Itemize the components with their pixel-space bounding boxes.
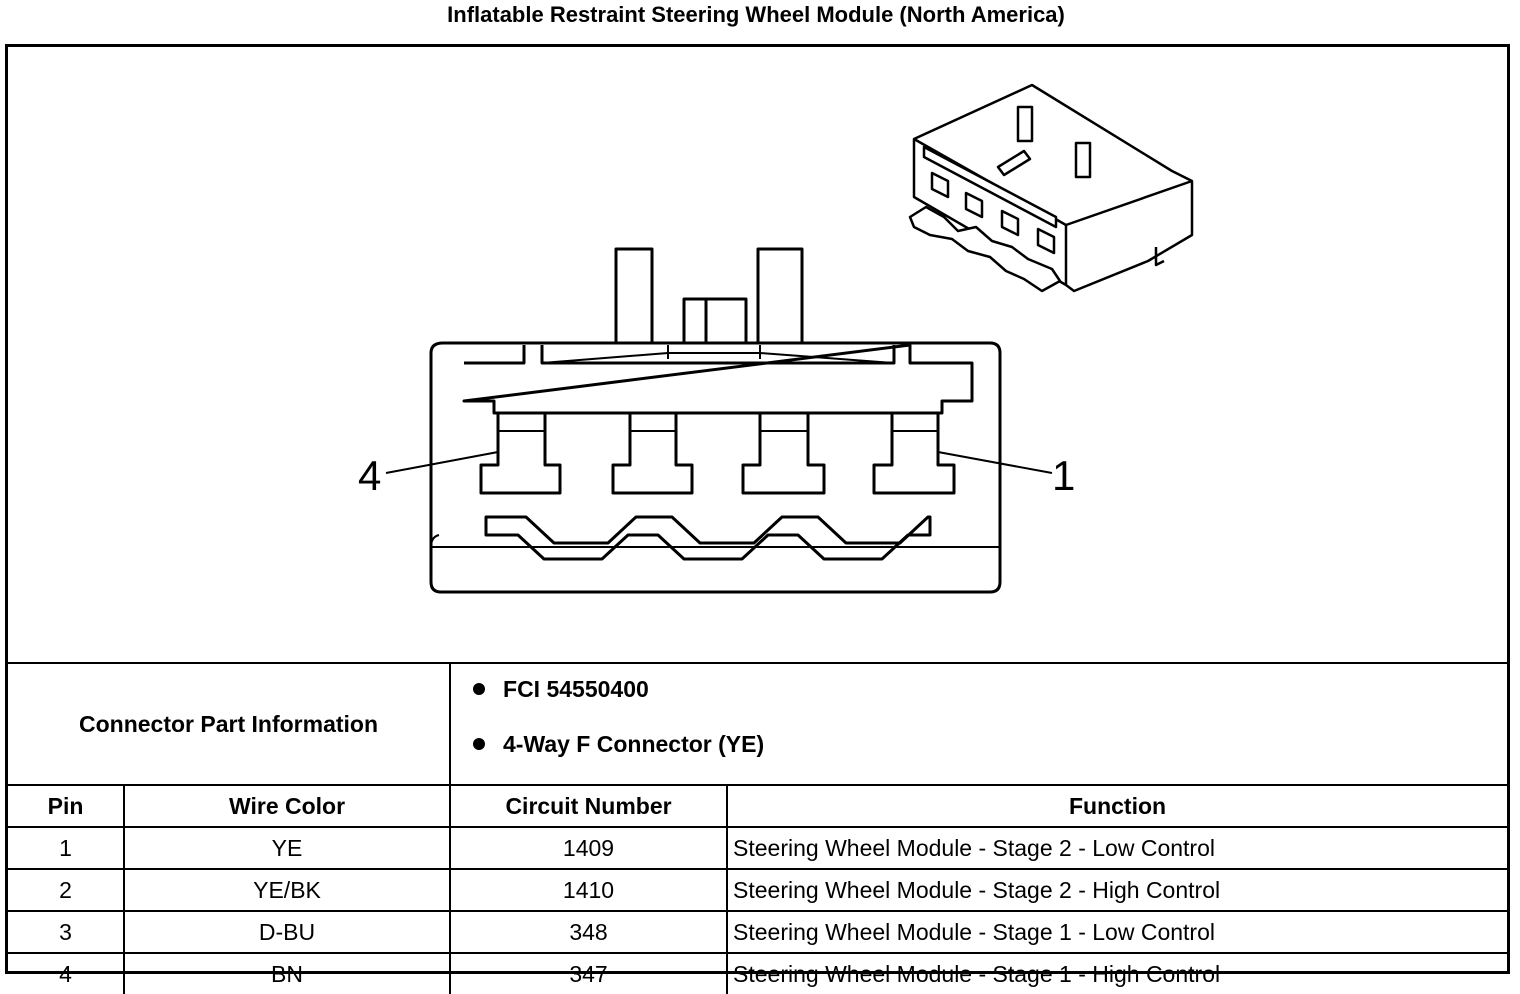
- circuit-number-cell: 1410: [449, 868, 729, 912]
- function-cell: Steering Wheel Module - Stage 1 - Low Co…: [726, 910, 1508, 954]
- pin-label-4: 4: [358, 452, 382, 499]
- connector-housing: [429, 341, 1002, 594]
- column-header-function: Function: [726, 784, 1508, 828]
- connector-key-rib: [484, 515, 932, 561]
- connector-face-drawing: [385, 83, 1194, 594]
- table-row: 2 YE/BK 1410 Steering Wheel Module - Sta…: [8, 868, 1508, 912]
- wire-color-cell: YE/BK: [122, 868, 452, 912]
- diagram-frame: 4 1 Connector Part Information FCI 54550…: [5, 44, 1510, 994]
- bullet-icon: [473, 682, 486, 695]
- connector-pinout-table: Connector Part Information FCI 54550400 …: [8, 662, 1508, 994]
- pin-cell: 4: [8, 952, 125, 994]
- pin-4-leader: [385, 451, 499, 474]
- pin-cell: 2: [8, 868, 125, 912]
- pin-cell: 3: [8, 910, 125, 954]
- terminal-cavity-3: [611, 413, 694, 495]
- pin-1-leader: [937, 451, 1053, 474]
- function-cell: Steering Wheel Module - Stage 2 - Low Co…: [726, 826, 1508, 870]
- pin-label-1: 1: [1052, 452, 1076, 499]
- bullet-icon: [473, 737, 486, 750]
- connector-isometric-view: [908, 83, 1194, 293]
- terminal-cavity-2: [741, 413, 826, 495]
- terminal-cavity-1: [872, 413, 956, 495]
- function-cell: Steering Wheel Module - Stage 1 - High C…: [726, 952, 1508, 994]
- table-row: 3 D-BU 348 Steering Wheel Module - Stage…: [8, 910, 1508, 954]
- connector-part-info-list: FCI 54550400 4-Way F Connector (YE): [449, 662, 1508, 786]
- function-cell: Steering Wheel Module - Stage 2 - High C…: [726, 868, 1508, 912]
- page-title: Inflatable Restraint Steering Wheel Modu…: [447, 2, 1065, 27]
- wire-color-cell: D-BU: [122, 910, 452, 954]
- connector-latch-right: [756, 247, 804, 347]
- connector-latch-left: [614, 247, 654, 347]
- column-header-circuit-number: Circuit Number: [449, 784, 729, 828]
- list-item: FCI 54550400: [473, 674, 1507, 729]
- circuit-number-cell: 347: [449, 952, 729, 994]
- connector-diagram: 4 1: [8, 47, 1507, 662]
- terminal-cavity-4: [479, 413, 562, 495]
- column-header-pin: Pin: [8, 784, 125, 828]
- table-header-row: Pin Wire Color Circuit Number Function: [8, 784, 1508, 828]
- pin-cell: 1: [8, 826, 125, 870]
- connector-part-info-row: Connector Part Information FCI 54550400 …: [8, 662, 1508, 786]
- table-row: 4 BN 347 Steering Wheel Module - Stage 1…: [8, 952, 1508, 994]
- wire-color-cell: BN: [122, 952, 452, 994]
- circuit-number-cell: 348: [449, 910, 729, 954]
- column-header-wire-color: Wire Color: [122, 784, 452, 828]
- circuit-number-cell: 1409: [449, 826, 729, 870]
- connector-latch-center: [682, 297, 748, 347]
- list-item: 4-Way F Connector (YE): [473, 729, 1507, 784]
- wire-color-cell: YE: [122, 826, 452, 870]
- connector-part-info-label: Connector Part Information: [8, 662, 452, 786]
- table-row: 1 YE 1409 Steering Wheel Module - Stage …: [8, 826, 1508, 870]
